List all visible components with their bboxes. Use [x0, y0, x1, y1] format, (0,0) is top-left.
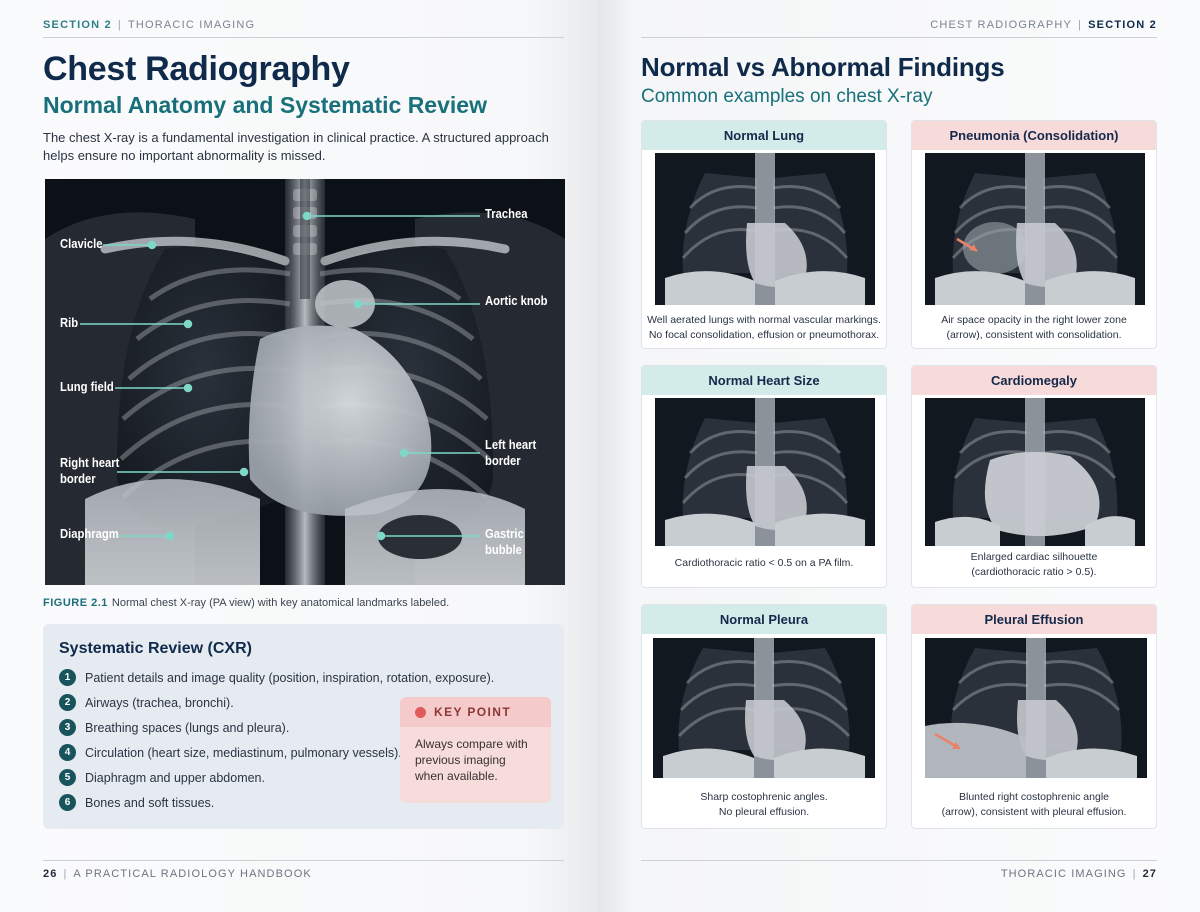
- label-clavicle: Clavicle: [60, 237, 103, 251]
- chest-xray-figure: Trachea Clavicle Aortic knob Rib Lung fi…: [45, 179, 565, 585]
- label-gastric-bubble: Gastric bubble: [485, 527, 524, 557]
- footer-rule: [43, 860, 564, 861]
- running-head-left: SECTION 2|THORACIC IMAGING: [43, 19, 256, 31]
- card-normal-lung: Normal Lung Well aerated lungs with norm…: [641, 120, 887, 349]
- label-rib: Rib: [60, 316, 79, 330]
- annotation-overlay: [80, 211, 480, 541]
- card-pleural-effusion: Pleural Effusion Blunted right costophre…: [911, 604, 1157, 829]
- review-title: Systematic Review (CXR): [59, 640, 252, 657]
- xray-thumbnail: [655, 398, 875, 546]
- footer-rule: [641, 860, 1157, 861]
- footer-right: THORACIC IMAGING|27: [1000, 868, 1157, 880]
- card-cardiomegaly: Cardiomegaly Enlarged cardiac silhouette…: [911, 365, 1157, 588]
- card-pneumonia: Pneumonia (Consolidation) Air space opac…: [911, 120, 1157, 349]
- page-subtitle: Normal Anatomy and Systematic Review: [43, 92, 487, 118]
- page-title: Chest Radiography: [43, 50, 350, 88]
- xray-thumbnail: [925, 398, 1145, 546]
- xray-thumbnail: [655, 153, 875, 305]
- label-aortic-knob: Aortic knob: [485, 294, 548, 308]
- running-head-right: CHEST RADIOGRAPHY|SECTION 2: [930, 19, 1157, 31]
- xray-thumbnail: [653, 638, 875, 778]
- xray-thumbnail: [925, 638, 1147, 778]
- label-left-heart-border: Left heart border: [485, 438, 537, 468]
- intro-paragraph: The chest X-ray is a fundamental investi…: [43, 130, 549, 163]
- header-rule: [43, 37, 564, 38]
- left-page: SECTION 2|THORACIC IMAGING Chest Radiogr…: [0, 0, 598, 912]
- chest-xray-image: [45, 179, 565, 585]
- label-right-heart-border: Right heart border: [60, 456, 120, 486]
- header-rule: [641, 37, 1157, 38]
- page-subtitle: Common examples on chest X-ray: [641, 86, 933, 107]
- page-title: Normal vs Abnormal Findings: [641, 52, 1005, 82]
- key-point-callout: KEY POINT Always compare with previous i…: [400, 697, 551, 803]
- card-normal-heart: Normal Heart Size Cardiothoracic ratio <…: [641, 365, 887, 588]
- label-lung-field: Lung field: [60, 380, 114, 394]
- alert-dot-icon: [415, 706, 426, 718]
- card-normal-pleura: Normal Pleura Sharp costophrenic angles.…: [641, 604, 887, 829]
- label-diaphragm: Diaphragm: [60, 527, 119, 541]
- xray-thumbnail: [925, 153, 1145, 305]
- right-page: CHEST RADIOGRAPHY|SECTION 2 Normal vs Ab…: [598, 0, 1200, 912]
- label-trachea: Trachea: [485, 207, 528, 221]
- footer-left: 26|A PRACTICAL RADIOLOGY HANDBOOK: [43, 868, 312, 880]
